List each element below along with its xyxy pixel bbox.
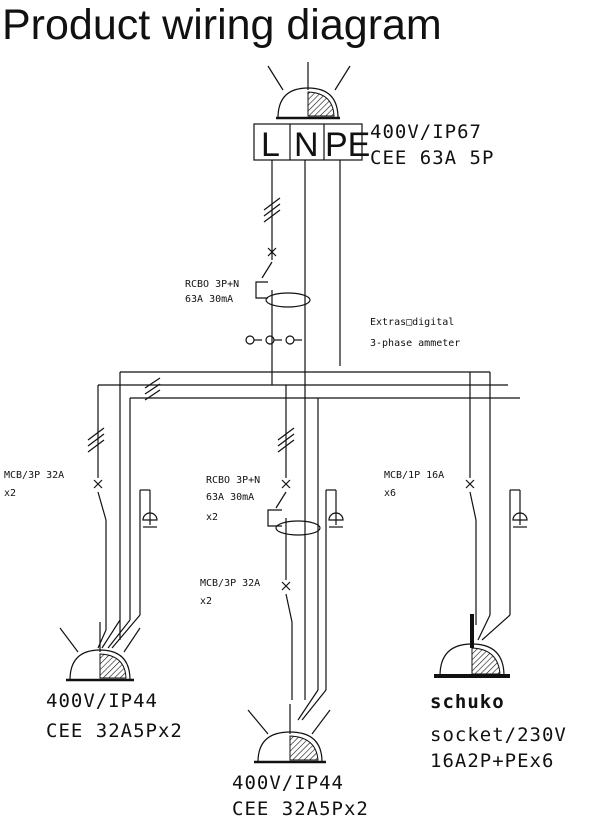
center-mcb-label-line2: x2 <box>200 596 212 607</box>
ammeter-current-transformers <box>245 335 302 345</box>
left-branch-wiring <box>87 385 158 649</box>
right-socket-label-line3: 16A2P+PEx6 <box>430 750 554 772</box>
center-branch-wiring <box>267 385 344 721</box>
center-rcbo-label-line1: RCBO 3P+N <box>206 475 260 486</box>
center-rcbo-label-line3: x2 <box>206 512 218 523</box>
right-socket-label-line2: socket/230V <box>430 724 567 746</box>
center-socket-label-line1: 400V/IP44 <box>232 772 344 794</box>
center-cee-socket-symbol <box>247 704 331 764</box>
ammeter-label-line2: 3-phase ammeter <box>370 338 460 349</box>
inlet-plug-symbol <box>267 62 351 120</box>
right-mcb-label-line1: MCB/1P 16A <box>384 470 444 481</box>
inlet-rating-line2: CEE 63A 5P <box>370 147 494 169</box>
distribution-busbars <box>98 371 520 640</box>
terminal-pe-label: PE <box>325 126 370 164</box>
left-mcb-label-line1: MCB/3P 32A <box>4 470 64 481</box>
terminal-n-label: N <box>294 126 319 164</box>
right-branch-wiring <box>465 372 528 641</box>
right-mcb-label-line2: x6 <box>384 488 396 499</box>
left-mcb-label-line2: x2 <box>4 488 16 499</box>
terminal-l-label: L <box>261 126 280 164</box>
main-rcbo-label-line1: RCBO 3P+N <box>185 279 239 290</box>
left-cee-socket-symbol <box>59 622 141 682</box>
center-socket-label-line2: CEE 32A5Px2 <box>232 798 369 818</box>
left-socket-label-line2: CEE 32A5Px2 <box>46 720 183 742</box>
main-rcbo-label-line2: 63A 30mA <box>185 294 233 305</box>
right-schuko-socket-symbol <box>434 614 510 678</box>
right-socket-label-line1: schuko <box>430 691 505 713</box>
center-mcb-label-line1: MCB/3P 32A <box>200 578 260 589</box>
inlet-terminal-block: L N PE <box>253 123 370 164</box>
center-rcbo-label-line2: 63A 30mA <box>206 492 254 503</box>
ammeter-label-line1: Extras□digital <box>370 317 454 328</box>
inlet-rating-line1: 400V/IP67 <box>370 121 482 143</box>
diagram-title: Product wiring diagram <box>2 1 442 49</box>
main-feed-wires <box>255 160 341 385</box>
left-socket-label-line1: 400V/IP44 <box>46 690 158 712</box>
